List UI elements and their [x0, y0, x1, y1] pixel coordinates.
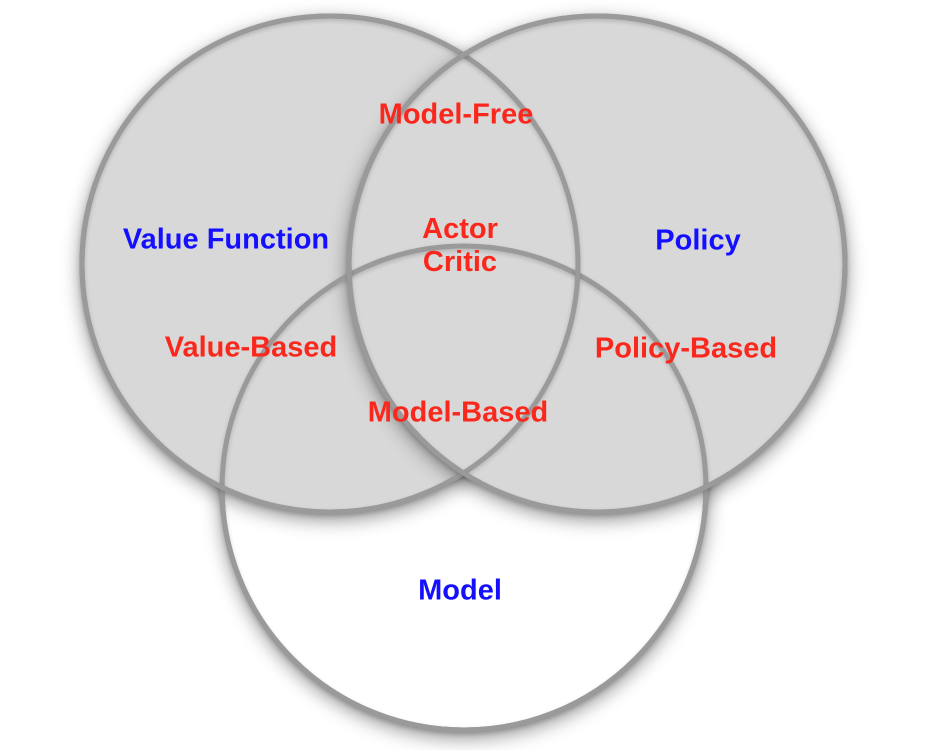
label-value-function: Value Function	[122, 223, 330, 256]
label-model: Model	[418, 574, 502, 607]
policy-circle-outline	[346, 13, 848, 515]
label-value-based: Value-Based	[164, 331, 338, 364]
value-function-circle-outline	[79, 13, 581, 515]
label-policy: Policy	[655, 224, 741, 257]
label-model-based: Model-Based	[367, 396, 549, 429]
label-model-free: Model-Free	[378, 98, 534, 131]
label-actor-critic: Actor Critic	[422, 213, 498, 278]
label-policy-based: Policy-Based	[594, 332, 778, 365]
circle-outlines	[79, 13, 848, 733]
